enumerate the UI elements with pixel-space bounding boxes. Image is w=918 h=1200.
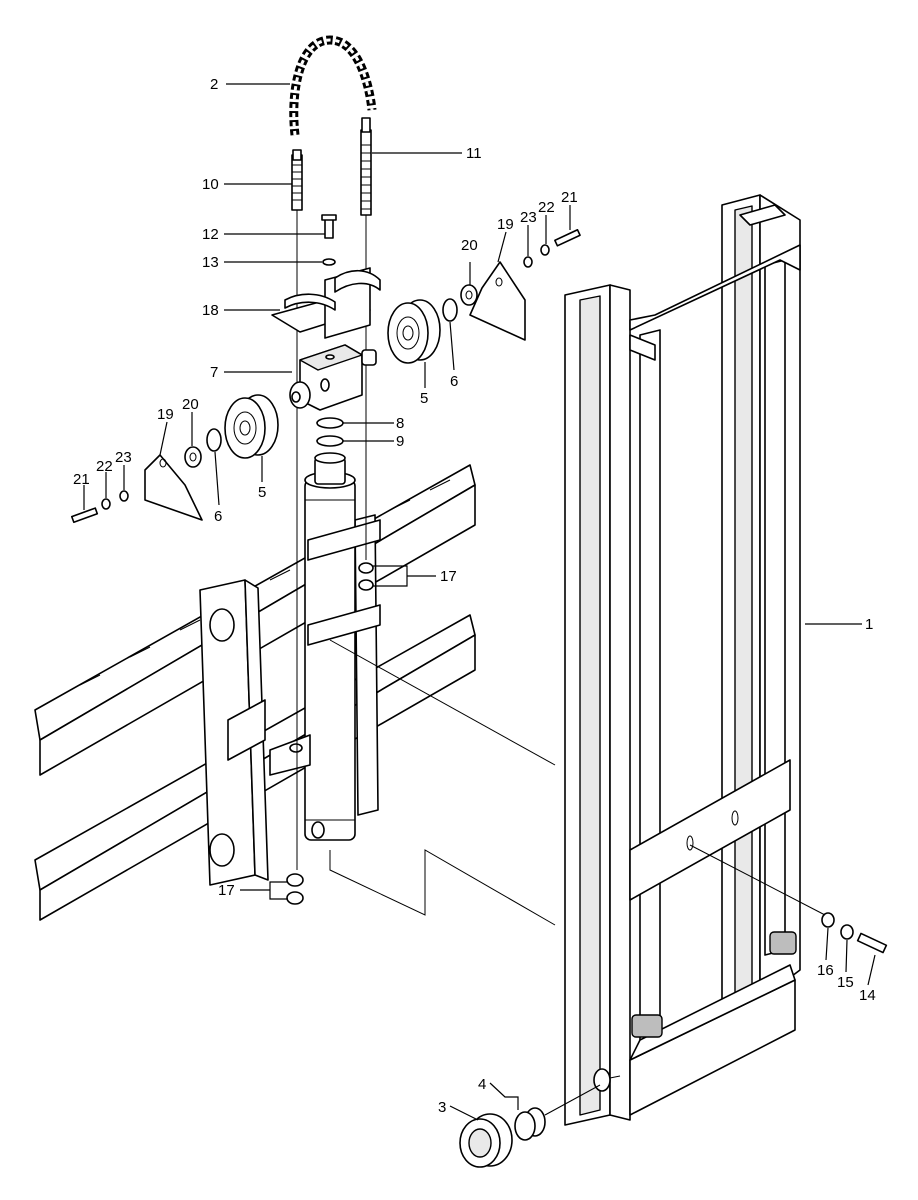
callout-2: 2 — [210, 76, 218, 93]
carriage-guide-strip — [354, 514, 379, 816]
callout-22-right: 22 — [538, 199, 555, 216]
washer-right-20 — [460, 284, 478, 306]
carriage-roller-lower — [209, 833, 235, 867]
callout-18: 18 — [202, 302, 219, 319]
callout-3: 3 — [438, 1099, 446, 1116]
tie-plate-hole-left — [686, 835, 694, 851]
sheave-right-5 — [387, 299, 441, 364]
washer-13 — [322, 258, 336, 266]
mast-top-cap — [739, 204, 786, 226]
cylinder-bottom-port — [311, 821, 325, 839]
mast-assembly — [564, 194, 801, 1126]
callout-23-right: 23 — [520, 209, 537, 226]
callout-13: 13 — [202, 254, 219, 271]
bolt-right-21 — [554, 228, 581, 247]
mast-left-rail-side — [609, 284, 631, 1121]
callout-11: 11 — [466, 145, 482, 162]
mast-bottom-plate-top — [629, 964, 796, 1061]
mast-tie-plate — [629, 759, 791, 901]
callout-6-right: 6 — [450, 373, 458, 390]
mast-right-rail-channel — [734, 205, 753, 1001]
snap-ring-left-6 — [206, 428, 222, 452]
washer-16 — [821, 912, 835, 928]
callout-19-right: 19 — [497, 216, 514, 233]
chain-anchor-bolt-10 — [291, 149, 303, 211]
callout-17-upper: 17 — [440, 568, 457, 585]
snap-ring-right-6 — [442, 298, 458, 322]
callout-12: 12 — [202, 226, 219, 243]
callout-15: 15 — [837, 974, 854, 991]
callout-21-left: 21 — [73, 471, 90, 488]
washer-left-22 — [101, 498, 111, 510]
callout-20-right: 20 — [461, 237, 478, 254]
washer-left-23 — [119, 490, 129, 502]
roller-bearing-3 — [459, 1113, 513, 1168]
washer-9 — [316, 435, 344, 447]
callout-labels: 2 10 11 12 13 18 7 8 9 1 5 6 20 19 23 22… — [73, 76, 876, 1116]
carriage-bracket — [227, 699, 266, 761]
washer-8 — [316, 417, 344, 429]
callout-17-lower: 17 — [218, 882, 235, 899]
washer-15 — [840, 924, 854, 940]
nuts-17-lower — [286, 873, 304, 905]
callout-14: 14 — [859, 987, 876, 1004]
bolt-left-21 — [70, 507, 99, 524]
callout-21-right: 21 — [561, 189, 578, 206]
sheave-bracket-18 — [271, 267, 381, 339]
callout-4: 4 — [478, 1076, 486, 1093]
callout-23-left: 23 — [115, 449, 132, 466]
bolt-12 — [324, 217, 334, 239]
callout-7: 7 — [210, 364, 218, 381]
callout-19-left: 19 — [157, 406, 174, 423]
callout-22-left: 22 — [96, 458, 113, 475]
carriage-roller-upper — [209, 608, 235, 642]
bracket-left-19 — [144, 454, 203, 521]
nuts-17-upper — [358, 562, 374, 591]
callout-6-left: 6 — [214, 508, 222, 525]
mast-stub-shaft — [593, 1068, 611, 1092]
mast-inner-left-rail — [639, 329, 661, 1086]
callout-5-left: 5 — [258, 484, 266, 501]
callout-1: 1 — [865, 616, 873, 633]
tie-plate-hole-right — [731, 810, 739, 826]
callout-8: 8 — [396, 415, 404, 432]
cylinder-seat-left — [631, 1014, 663, 1038]
sheave-left-5 — [224, 394, 279, 459]
leader-lines — [83, 83, 876, 1121]
sheave-shaft-7 — [289, 344, 377, 411]
callout-5-right: 5 — [420, 390, 428, 407]
shim-4 — [514, 1107, 546, 1141]
bracket-right-19 — [469, 261, 526, 341]
cylinder-clamp-lower — [307, 604, 381, 646]
callout-10: 10 — [202, 176, 219, 193]
mast-top-crossbar — [629, 244, 801, 331]
cylinder-seat-right — [769, 931, 797, 955]
cylinder-clamp-upper — [307, 519, 381, 561]
mast-inner-right-rail — [764, 259, 786, 956]
callout-16: 16 — [817, 962, 834, 979]
washer-right-22 — [540, 244, 550, 256]
mast-left-rail-channel — [579, 295, 601, 1116]
callout-9: 9 — [396, 433, 404, 450]
bolt-14 — [856, 932, 888, 954]
chain-anchor-bolt-11 — [360, 117, 372, 216]
washer-left-20 — [184, 446, 202, 468]
callout-20-left: 20 — [182, 396, 199, 413]
washer-right-23 — [523, 256, 533, 268]
carriage-assembly — [34, 464, 476, 921]
mast-top-crossbar-end — [629, 334, 656, 361]
